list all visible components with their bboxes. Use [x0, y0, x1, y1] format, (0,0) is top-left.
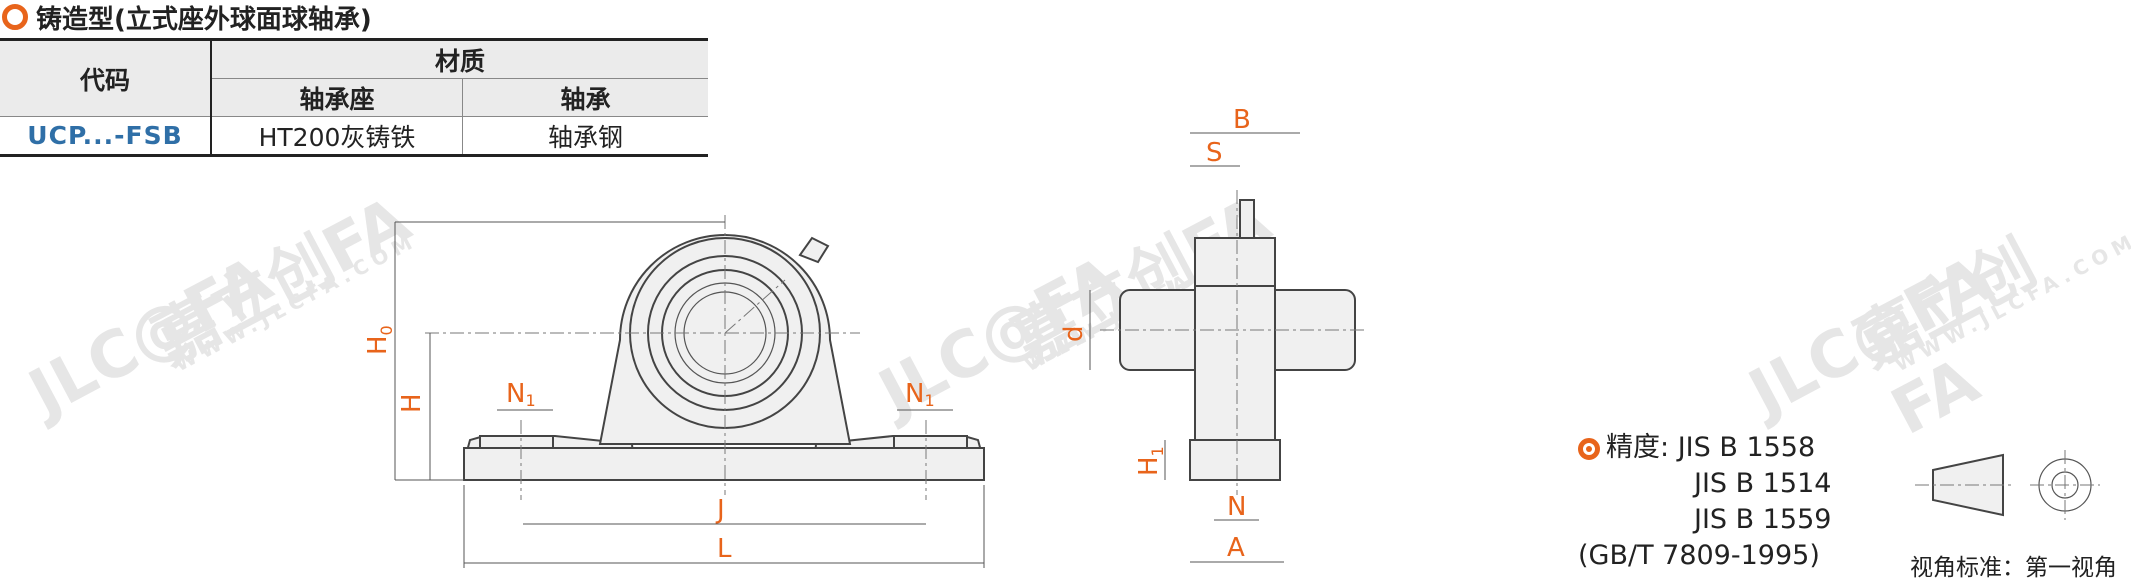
- precision-standard-4: (GB/T 7809-1995): [1578, 540, 1820, 571]
- dim-n1-right: N1: [905, 379, 935, 410]
- dim-h: H: [397, 393, 427, 413]
- precision-standard-2: JIS B 1514: [1694, 468, 1832, 499]
- dim-a: A: [1227, 533, 1245, 563]
- target-bullet-icon: [1578, 437, 1600, 460]
- precision-standard-1: JIS B 1558: [1677, 432, 1816, 463]
- cell-housing: HT200灰铸铁: [210, 116, 463, 157]
- dim-h0: H0: [363, 325, 396, 355]
- side-view: [1100, 190, 1365, 495]
- dim-h1: H1: [1134, 446, 1167, 476]
- front-dimensions: [394, 221, 985, 568]
- precision-row-1: 精度: JIS B 1558: [1578, 430, 1831, 466]
- header-housing: 轴承座: [210, 78, 463, 117]
- dim-n: N: [1227, 492, 1246, 522]
- header-material: 材质: [210, 38, 708, 79]
- section-title: 铸造型(立式座外球面球轴承): [2, 0, 372, 35]
- material-table: 代码 材质 轴承座 轴承 UCP...-FSB HT200灰铸铁 轴承钢: [0, 38, 708, 157]
- precision-label: 精度: [1606, 432, 1660, 463]
- bullet-circle-icon: [2, 4, 28, 30]
- section-title-text: 铸造型(立式座外球面球轴承): [36, 4, 372, 35]
- precision-standard-3: JIS B 1559: [1694, 504, 1832, 535]
- dim-d: d: [1059, 325, 1089, 342]
- cell-bearing: 轴承钢: [462, 116, 708, 157]
- precision-notes: 精度: JIS B 1558 JIS B 1514 JIS B 1559 (GB…: [1578, 430, 1831, 574]
- side-dimensions: [1089, 132, 1300, 563]
- dim-l: L: [717, 534, 732, 564]
- view-standard-label: 视角标准：第一视角: [1910, 555, 2117, 581]
- dim-s: S: [1206, 138, 1223, 168]
- first-angle-symbol: [1915, 450, 2100, 520]
- cell-code: UCP...-FSB: [0, 116, 211, 157]
- dim-b: B: [1233, 105, 1251, 135]
- front-view: [425, 215, 985, 500]
- header-bearing: 轴承: [462, 78, 708, 117]
- dim-n1-left: N1: [506, 379, 536, 410]
- header-code: 代码: [0, 38, 211, 117]
- table-row: UCP...-FSB HT200灰铸铁 轴承钢: [0, 116, 708, 157]
- dim-j: J: [715, 495, 725, 525]
- dimension-labels: H0 H N1 N1 J L B S d H1 N A: [363, 105, 1251, 564]
